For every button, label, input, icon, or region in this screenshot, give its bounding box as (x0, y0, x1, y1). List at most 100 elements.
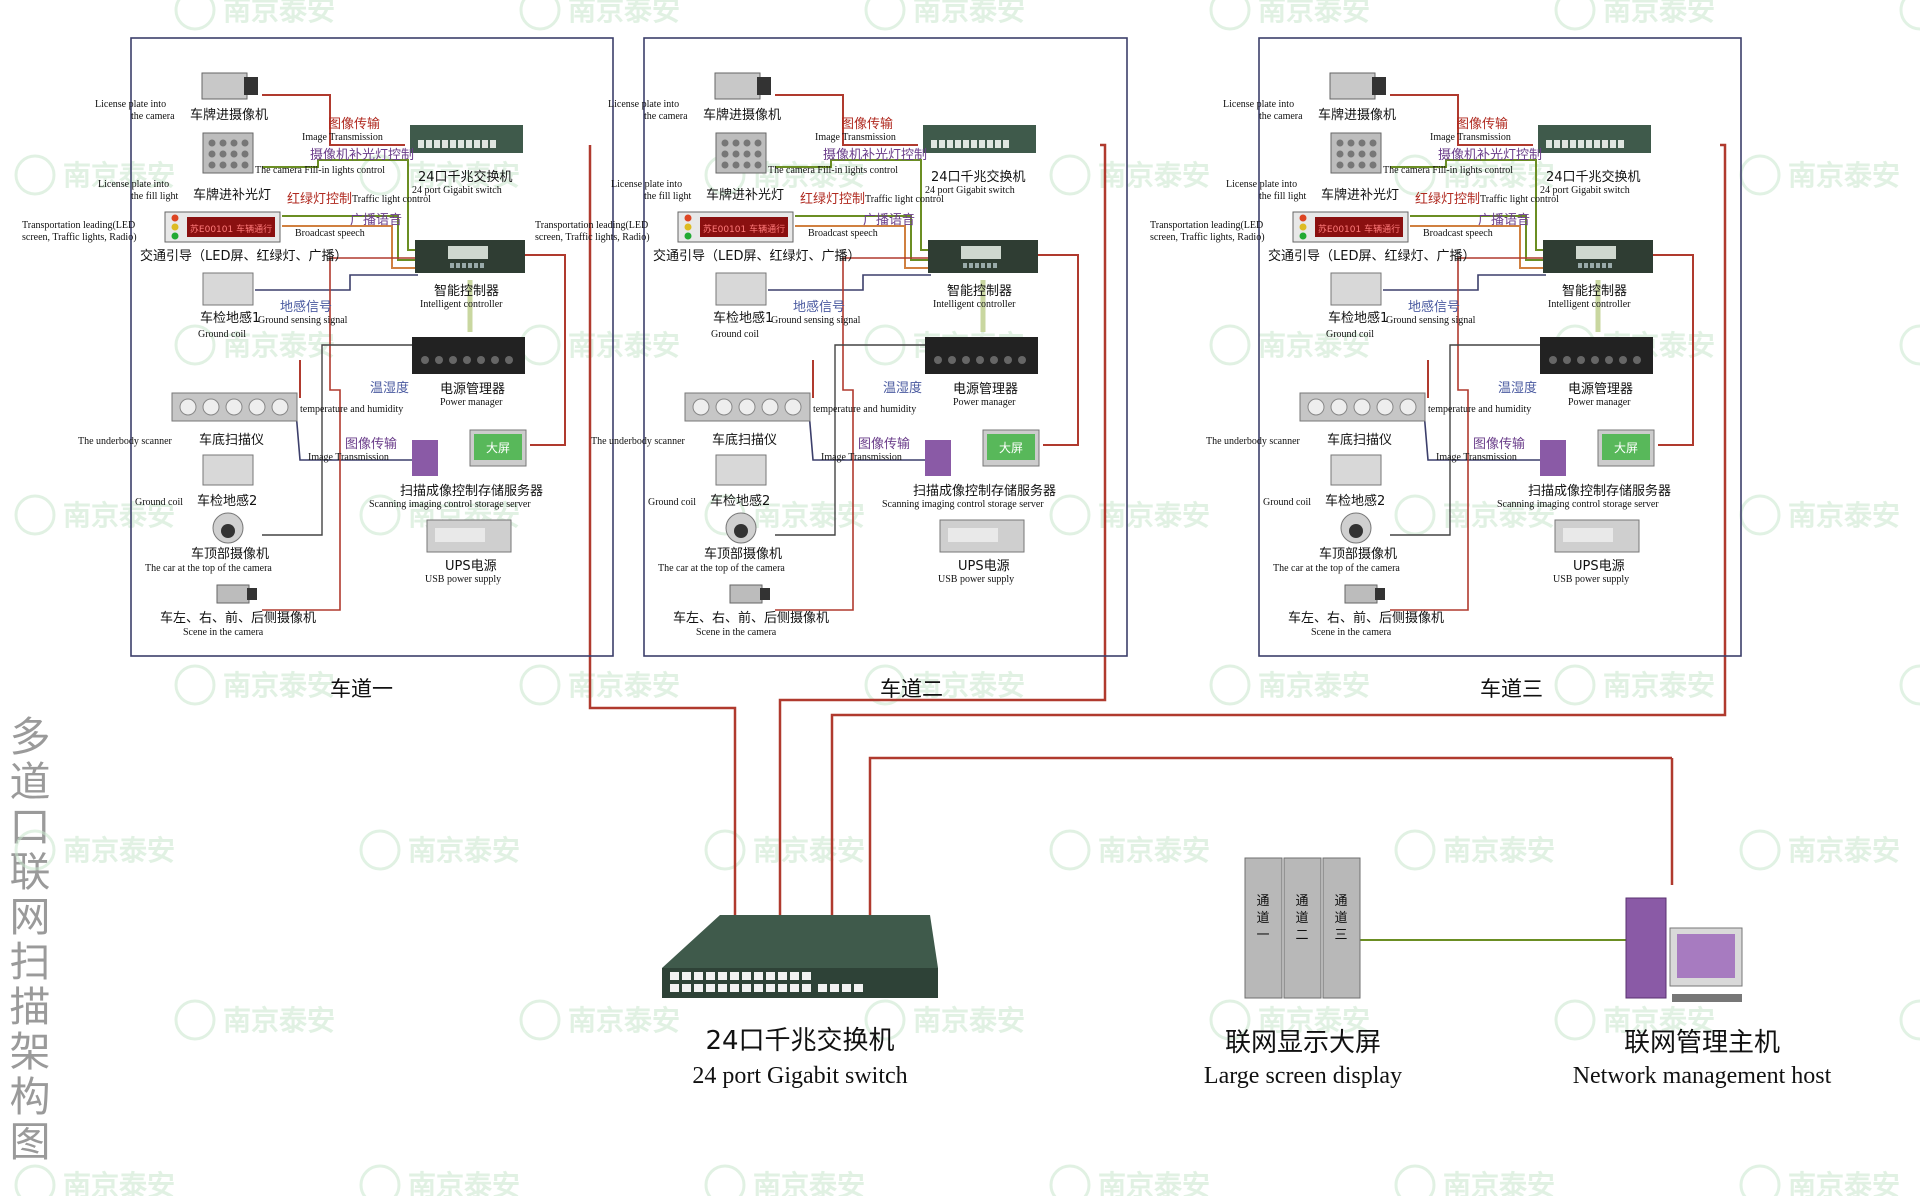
power-manager-knob (1633, 356, 1641, 364)
controller-key (456, 263, 460, 268)
management-host-icon (1625, 897, 1743, 1002)
monitor-screen (1602, 434, 1650, 460)
traffic-light (171, 214, 179, 222)
fill-light-led (208, 150, 216, 158)
watermark-logo (1209, 664, 1251, 706)
display-panel (1322, 857, 1361, 999)
traffic-light (1299, 214, 1307, 222)
traffic-control-en: Traffic light control (352, 194, 431, 205)
server-en: Scanning imaging control storage server (1497, 499, 1659, 510)
display-panel-char: 道 (1334, 911, 1347, 926)
watermark-logo (864, 999, 906, 1041)
fill-light-led (721, 150, 729, 158)
plate-camera-icon (714, 72, 771, 100)
power-manager-knob (948, 356, 956, 364)
watermark-logo (1899, 664, 1920, 706)
scanning-server-icon (925, 429, 1040, 476)
side-camera-en: Scene in the camera (696, 627, 777, 638)
central-switch-front (662, 968, 938, 998)
watermark: 南京泰安 (1899, 999, 1920, 1041)
scanning-server-icon (1540, 429, 1655, 476)
fill-light-cn: 车牌进补光灯 (193, 187, 271, 203)
top-camera-icon (212, 512, 244, 544)
central-switch-port (682, 984, 691, 992)
ground-signal-cn: 地感信号 (280, 299, 332, 315)
watermark-logo (1899, 324, 1920, 366)
watermark-logo (519, 664, 561, 706)
side-camera-en: Scene in the camera (1311, 627, 1392, 638)
central-switch-top (662, 915, 938, 968)
power-manager-en: Power manager (440, 397, 503, 408)
display-panel-char: 通 (1256, 894, 1269, 909)
fill-light-led (732, 139, 740, 147)
controller-key (981, 263, 985, 268)
fill-light-led (230, 139, 238, 147)
central-switch-port (778, 972, 787, 980)
watermark-logo (1899, 999, 1920, 1041)
ups-cn: UPS电源 (1573, 559, 1625, 574)
lane-switch-body (923, 125, 1036, 153)
watermark-logo (1049, 829, 1091, 871)
traffic-light (684, 223, 692, 231)
top-camera-wire (262, 344, 418, 536)
watermark-text: 南京泰安 (408, 159, 520, 192)
scanner-lens (1307, 398, 1325, 416)
led-text: 苏E00101 车辆通行 (1318, 223, 1400, 235)
camera-lens (1372, 77, 1386, 95)
lane-frame (643, 37, 1128, 657)
lane-switch-port (1618, 140, 1624, 148)
lane-2-uplink (778, 143, 1107, 918)
ground-signal-cn: 地感信号 (1408, 299, 1460, 315)
scanner-lens (1399, 398, 1417, 416)
guide-wire (1410, 215, 1546, 261)
power-manager-knob (463, 356, 471, 364)
controller-key (1584, 263, 1588, 268)
watermark-logo (1554, 0, 1596, 31)
camera-body (201, 72, 248, 100)
controller-key (963, 263, 967, 268)
display-panel-label: 通道一 (1256, 894, 1269, 943)
controller-cn: 智能控制器 (947, 284, 1012, 299)
top-camera-cn: 车顶部摄像机 (191, 546, 269, 562)
traffic-guide-cn: 交通引导（LED屏、红绿灯、广播） (653, 248, 860, 264)
host-cn: 联网管理主机 (1624, 1028, 1780, 1058)
lane-switch-port (971, 140, 977, 148)
top-camera-icon (1340, 512, 1372, 544)
watermark-text: 南京泰安 (568, 329, 680, 362)
watermark-text: 南京泰安 (63, 1169, 175, 1196)
image-transmission-cn: 图像传输 (841, 116, 893, 132)
display-panel (1244, 857, 1283, 999)
ground-coil-2-icon (715, 454, 767, 486)
lane-wires (255, 94, 566, 611)
watermark-text: 南京泰安 (223, 1004, 335, 1037)
camera-body (714, 72, 761, 100)
lane-3-uplink (830, 143, 1727, 918)
fill-light-en: the fill light (644, 191, 691, 202)
temperature-cn: 温湿度 (1498, 380, 1537, 396)
ups-icon (939, 519, 1025, 553)
broadcast-cn: 广播语音 (863, 212, 915, 228)
central-switch-cn: 24口千兆交换机 (705, 1026, 894, 1056)
controller-display (961, 246, 1001, 259)
fill-light-control-en: The camera Fill-in lights control (768, 165, 898, 176)
watermark-text: 南京泰安 (1788, 499, 1900, 532)
fill-light-led (1336, 150, 1344, 158)
ups-en: USB power supply (938, 574, 1014, 585)
watermark-logo (174, 999, 216, 1041)
fill-light-led (1369, 161, 1377, 169)
side-camera-en: Scene in the camera (183, 627, 264, 638)
ground-coil-2-icon (1330, 454, 1382, 486)
lane-switch-port (466, 140, 472, 148)
traffic-control-en: Traffic light control (865, 194, 944, 205)
display-panel-label: 通道三 (1334, 894, 1347, 943)
fill-light-en: License plate into (98, 179, 169, 190)
controller-key (1596, 263, 1600, 268)
intelligent-controller-icon (928, 240, 1038, 273)
lane-switch-port (1554, 140, 1560, 148)
fill-light-en: the fill light (1259, 191, 1306, 202)
fill-light-en: License plate into (1226, 179, 1297, 190)
lane-switch-port (1546, 140, 1552, 148)
watermark-logo (1209, 0, 1251, 31)
fill-light-led (1347, 161, 1355, 169)
lane-name: 车道一 (330, 677, 393, 701)
